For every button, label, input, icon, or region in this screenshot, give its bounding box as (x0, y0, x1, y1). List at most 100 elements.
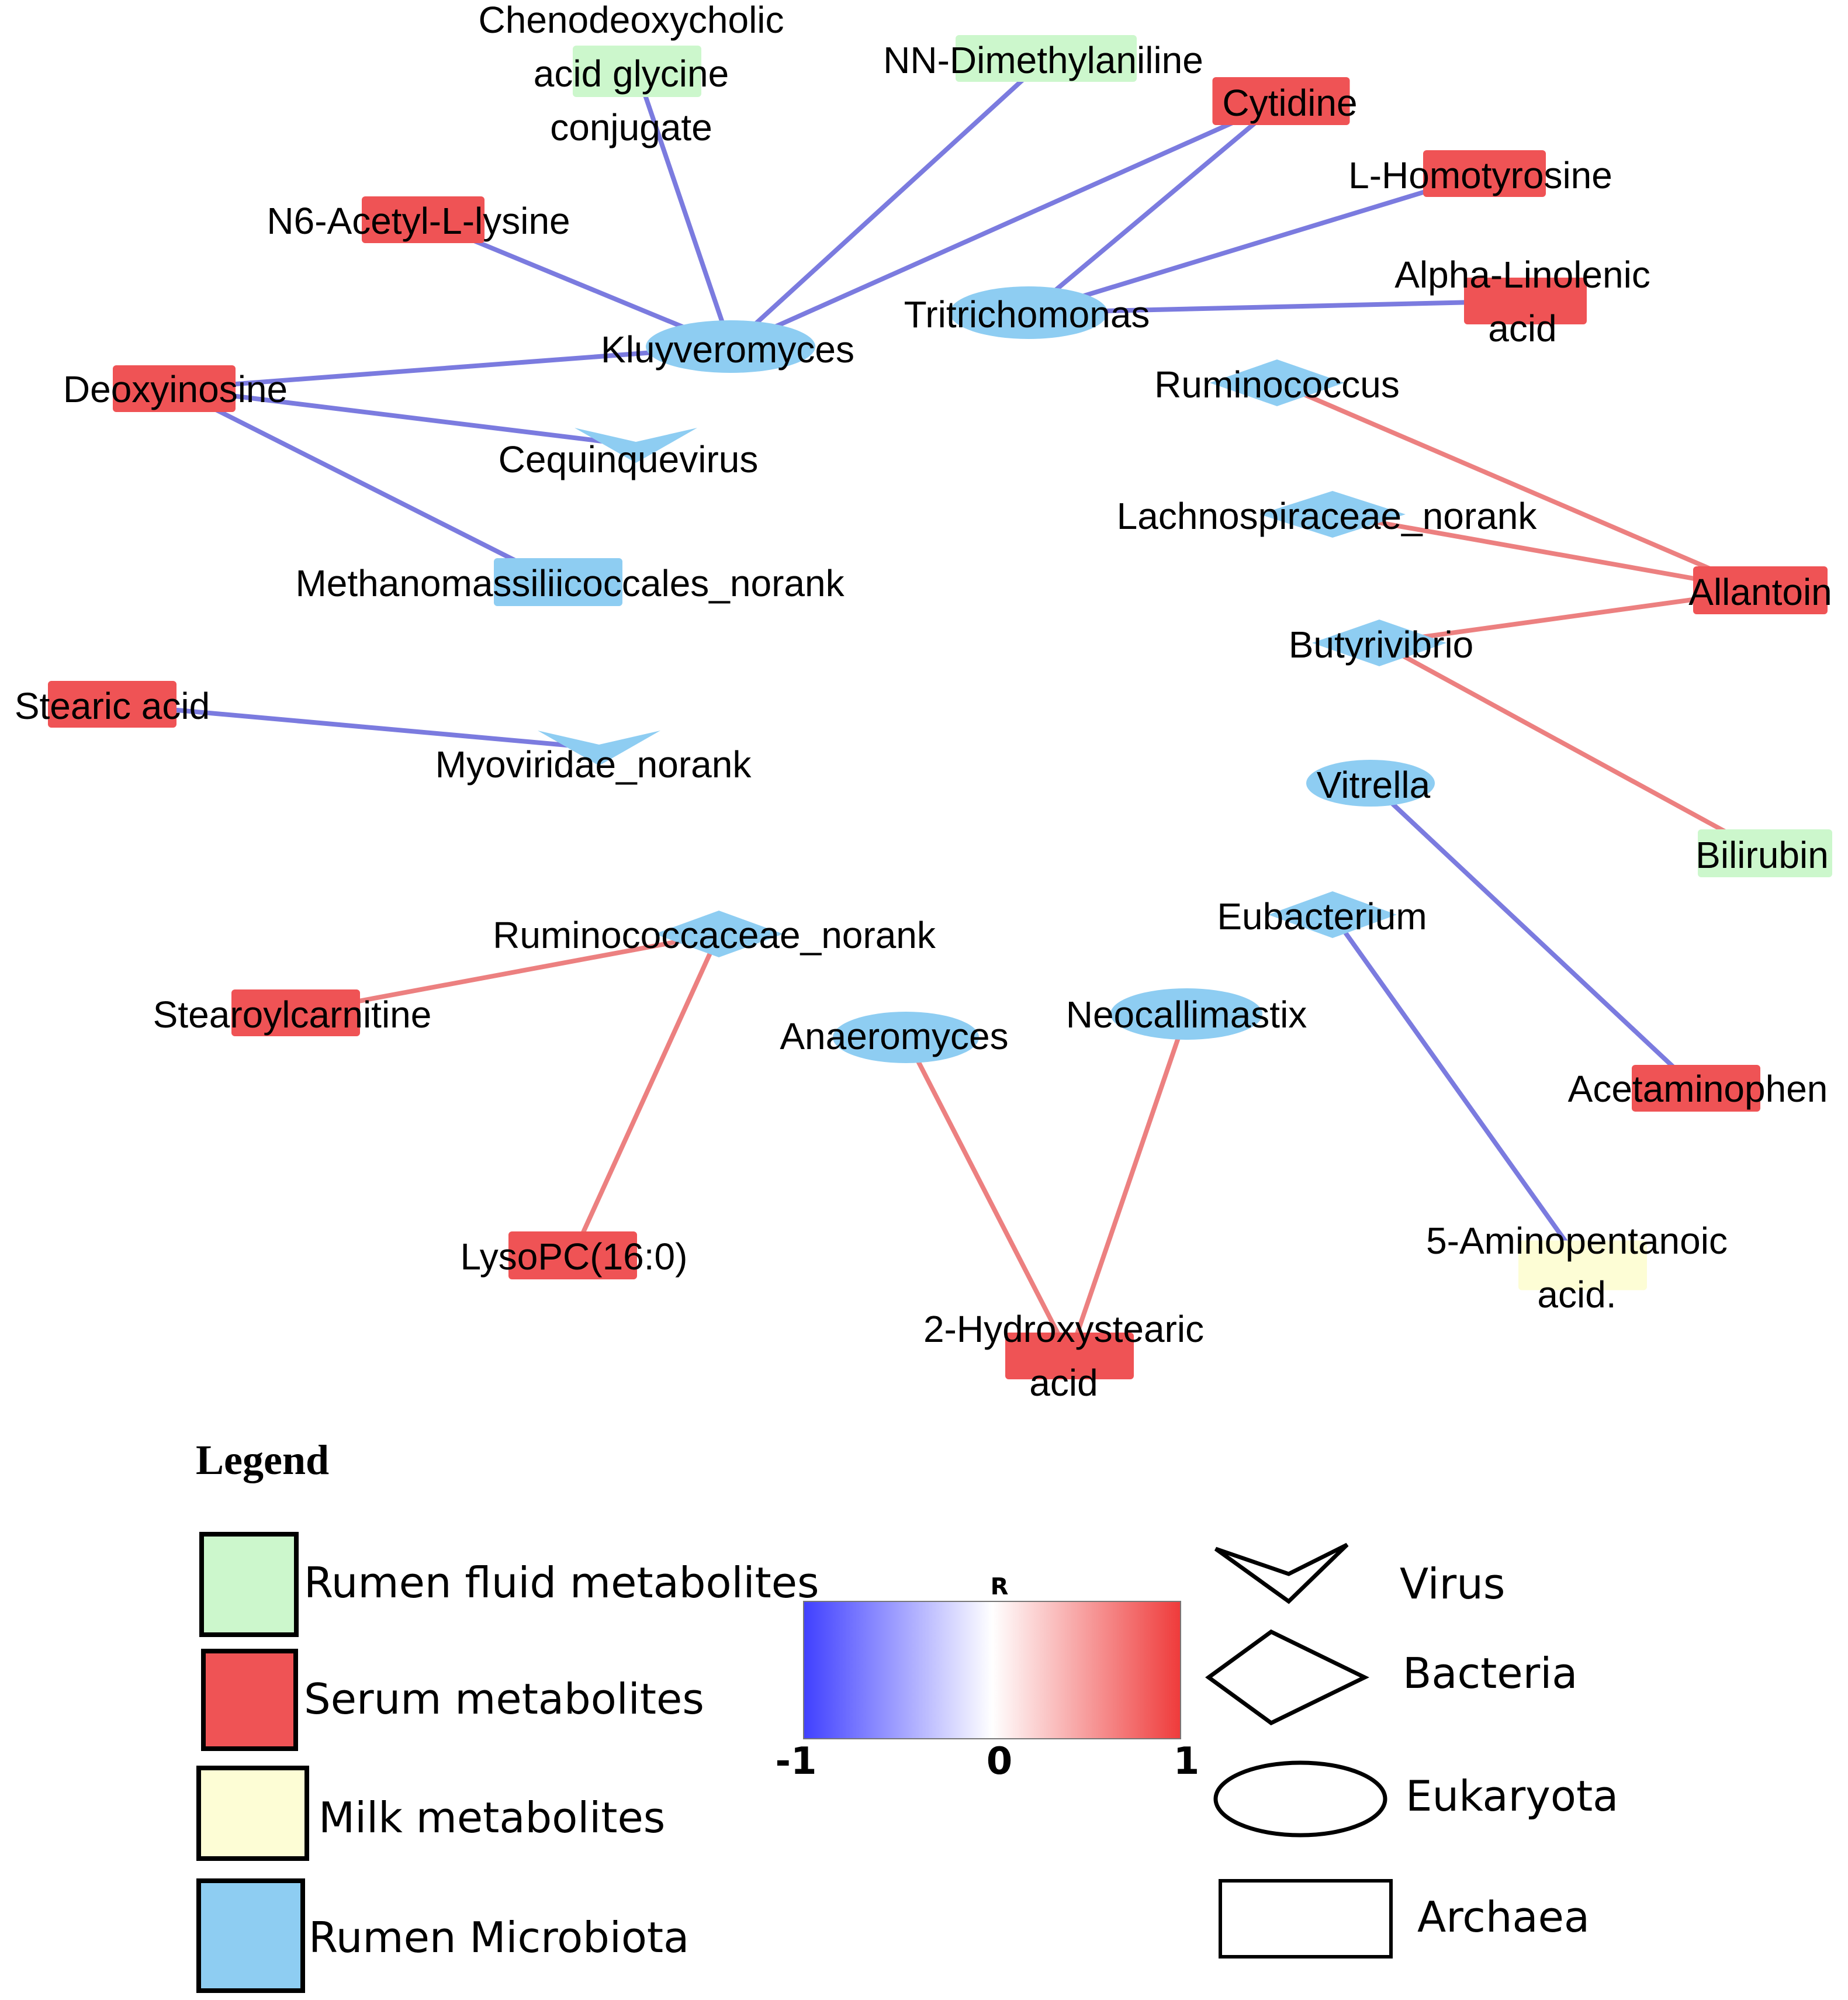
node-label-line: Eubacterium (1217, 895, 1427, 937)
node-shape-rect (956, 35, 1137, 82)
node-label-line: Allantoin (1688, 571, 1832, 613)
node-lachnospiraceae-norank[interactable]: Lachnospiraceae_norank (1117, 491, 1538, 538)
edge-kluyveromyces-nn-dimethylaniline (729, 57, 1048, 348)
node-shape-ellipse (950, 286, 1108, 339)
node-label-line: Acetaminophen (1568, 1068, 1828, 1110)
legend-label-microbiota: Rumen Microbiota (309, 1913, 689, 1962)
edge-ruminococcaceae-norank-stearoylcarnitine (295, 932, 719, 1015)
node-label-line: Cytidine (1222, 82, 1357, 124)
node-tritrichomonas[interactable]: Tritrichomonas (904, 286, 1150, 339)
node-label-line: Cequinquevirus (499, 438, 759, 480)
node-neocallimastix[interactable]: Neocallimastix (1066, 988, 1307, 1040)
legend-shape-virus: Virus (1214, 1542, 1505, 1608)
node-label-line: N6-Acetyl-L-lysine (267, 200, 570, 242)
node-label: NN-Dimethylaniline (883, 39, 1203, 81)
node-myoviridae-norank[interactable]: Myoviridae_norank (435, 731, 752, 786)
node-label-line: conjugate (550, 106, 712, 148)
node-label: Kluyveromyces (601, 328, 854, 371)
node-ruminococcus[interactable]: Ruminococcus (1154, 359, 1400, 406)
legend-category-rumen-fluid: Rumen fluid metabolites (199, 1532, 819, 1637)
node-shape-diamond (1312, 620, 1446, 666)
node-deoxyinosine[interactable]: Deoxyinosine (63, 365, 288, 412)
node-cequinquevirus[interactable]: Cequinquevirus (499, 428, 759, 480)
node-label-line: Anaeromyces (780, 1015, 1008, 1057)
node-label: Deoxyinosine (63, 368, 288, 410)
node-eubacterium[interactable]: Eubacterium (1217, 891, 1427, 938)
node-label: Anaeromyces (780, 1015, 1008, 1057)
legend-swatch-microbiota (196, 1878, 305, 1993)
node-label: Acetaminophen (1568, 1068, 1828, 1110)
node-butyrivibrio[interactable]: Butyrivibrio (1289, 620, 1474, 666)
node-shape-ellipse (833, 1012, 979, 1063)
edge-tritrichomonas-cytidine (1027, 99, 1283, 315)
node-label-line: LysoPC(16:0) (461, 1236, 688, 1278)
node-allantoin[interactable]: Allantoin (1688, 566, 1832, 614)
scale-mid-label: 0 (987, 1740, 1013, 1783)
node-label: Lachnospiraceae_norank (1117, 495, 1538, 537)
node-label-line: Stearoylcarnitine (153, 994, 432, 1036)
node-label-line: acid glycine (534, 53, 729, 95)
node-label-line: Vitrella (1317, 764, 1431, 806)
node-label-line: Methanomassiliicoccales_norank (295, 562, 845, 604)
node-label-line: L-Homotyrosine (1348, 154, 1612, 196)
node-shape-diamond (655, 911, 783, 957)
node-label-line: 5-Aminopentanoic (1426, 1220, 1728, 1262)
node-label-line: Neocallimastix (1066, 994, 1307, 1036)
node-vitrella[interactable]: Vitrella (1306, 760, 1435, 807)
legend-shape-bacteria: Bacteria (1205, 1629, 1577, 1726)
virus-shape-icon (1214, 1542, 1349, 1604)
edge-kluyveromyces-deoxyinosine (174, 344, 731, 391)
node-shape-rect (362, 196, 485, 243)
node-label: Cequinquevirus (499, 438, 759, 480)
node-methanomassiliicoccales-norank[interactable]: Methanomassiliicoccales_norank (295, 558, 845, 606)
node-shape-rect (1423, 150, 1546, 197)
edge-myoviridae-norank-stearic-acid (112, 702, 600, 750)
node-shape-rect (1693, 566, 1828, 614)
edge-eubacterium-5-aminopentanoic (1330, 913, 1585, 1267)
node-label-line: Ruminococcaceae_norank (493, 914, 936, 956)
node-l-homotyrosine[interactable]: L-Homotyrosine (1348, 150, 1612, 197)
edge-vitrella-acetaminophen (1369, 781, 1698, 1090)
legend-label-bacteria: Bacteria (1403, 1649, 1577, 1698)
node-label: Bilirubin (1695, 834, 1829, 876)
node-stearoylcarnitine[interactable]: Stearoylcarnitine (153, 989, 432, 1036)
node-stearic-acid[interactable]: Stearic acid (15, 681, 210, 728)
scale-gradient-bar (803, 1601, 1181, 1739)
node-label: Stearoylcarnitine (153, 994, 432, 1036)
node-acetaminophen[interactable]: Acetaminophen (1568, 1065, 1828, 1112)
node-label-line: Alpha-Linolenic (1394, 254, 1650, 296)
node-nn-dimethylaniline[interactable]: NN-Dimethylaniline (883, 35, 1203, 82)
node-bilirubin[interactable]: Bilirubin (1695, 829, 1832, 877)
legend-title: Legend (196, 1437, 329, 1483)
node-label: LysoPC(16:0) (461, 1236, 688, 1278)
node-anaeromyces[interactable]: Anaeromyces (780, 1012, 1009, 1063)
node-shape-diamond (1268, 891, 1397, 938)
node-ruminococcaceae-norank[interactable]: Ruminococcaceae_norank (493, 911, 936, 957)
edge-cequinquevirus-deoxyinosine (174, 386, 636, 448)
node-shape-ellipse (1306, 760, 1435, 807)
legend-label-eukaryota: Eukaryota (1406, 1771, 1618, 1821)
node-label-line: Butyrivibrio (1289, 624, 1474, 666)
node-shape-rect (1464, 278, 1587, 324)
node-label-line: Tritrichomonas (904, 293, 1150, 335)
node-shape-rect (508, 1231, 637, 1279)
legend-shape-archaea: Archaea (1219, 1879, 1590, 1959)
node-lysopc[interactable]: LysoPC(16:0) (461, 1231, 688, 1279)
node-label-line: Bilirubin (1695, 834, 1829, 876)
node-n6-acetyl-l-lysine[interactable]: N6-Acetyl-L-lysine (267, 196, 570, 243)
node-cytidine[interactable]: Cytidine (1212, 77, 1358, 125)
node-shape-rect (494, 558, 622, 606)
edge-neocallimastix-2-hydroxystearic (1067, 1013, 1189, 1357)
edge-ruminococcaceae-norank-lysopc (570, 933, 721, 1257)
node-shape-v (538, 731, 660, 766)
node-shape-diamond (1259, 491, 1406, 538)
edge-lachnospiraceae-norank-allantoin (1332, 512, 1761, 593)
legend-swatch-rumen-fluid (199, 1532, 299, 1637)
node-kluyveromyces[interactable]: Kluyveromyces (601, 320, 854, 373)
